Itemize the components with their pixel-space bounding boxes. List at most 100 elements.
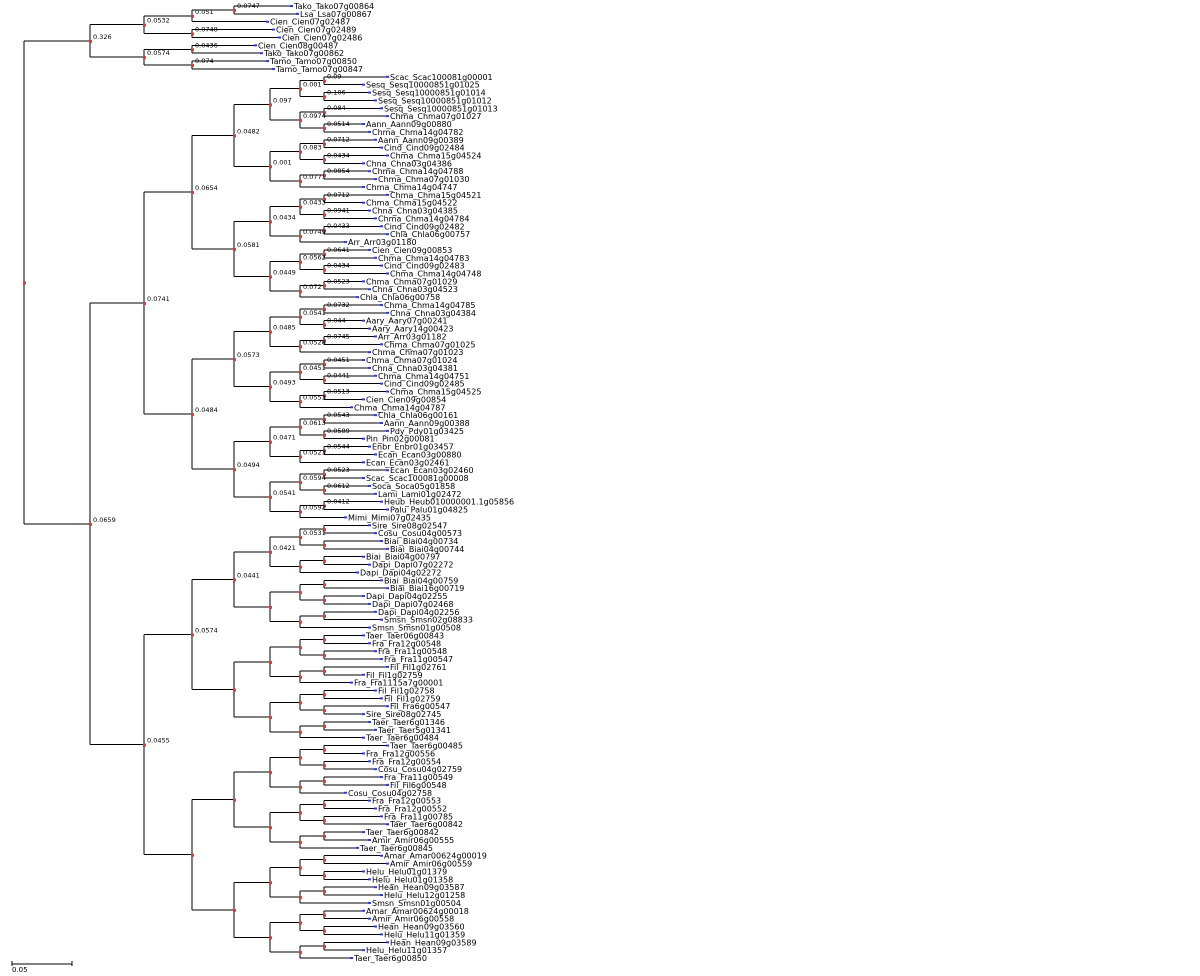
leaf-label: Fil_Fil1g02761: [390, 663, 447, 672]
tip-marker: [380, 225, 383, 228]
support-value: 0.0574: [147, 49, 170, 57]
leaf-label: Chma_Chma14g04748: [390, 270, 481, 279]
node-marker: [323, 929, 326, 933]
tip-marker: [362, 595, 365, 598]
leaf-label: Arr_Arr03g01180: [348, 238, 417, 247]
leaf-label: Dapi_Dapi04g02256: [378, 608, 459, 617]
support-value: 0.0544: [327, 443, 350, 451]
tip-marker: [374, 453, 377, 456]
support-value: 0.051: [195, 8, 214, 16]
leaf-label: Chma_Chma15g04524: [390, 151, 481, 160]
tip-marker: [374, 925, 377, 928]
support-value: 0.0433: [327, 222, 350, 230]
node-marker: [323, 339, 326, 343]
tip-marker: [380, 658, 383, 661]
node-marker: [143, 302, 146, 306]
node-marker: [269, 881, 272, 885]
node-marker: [323, 945, 326, 949]
node-marker: [323, 583, 326, 587]
node-marker: [299, 150, 302, 154]
leaf-label: Fra_Fra1115a7g00001: [354, 679, 443, 688]
tip-marker: [374, 532, 377, 535]
tip-marker: [368, 838, 371, 841]
node-marker: [299, 315, 302, 319]
tip-marker: [368, 445, 371, 448]
leaf-label: Fil_Fil6g00548: [390, 781, 447, 790]
node-marker: [233, 578, 236, 582]
node-marker: [269, 605, 272, 609]
leaf-label: Cien_Cien07g02487: [270, 18, 350, 27]
tip-marker: [362, 736, 365, 739]
tip-marker: [356, 571, 359, 574]
node-marker: [323, 890, 326, 894]
support-value: 0.0471: [273, 434, 296, 442]
support-value: 0.0562: [303, 254, 326, 262]
tip-marker: [362, 831, 365, 834]
node-marker: [323, 654, 326, 658]
node-marker: [323, 473, 326, 477]
node-marker: [323, 709, 326, 713]
root-marker: [23, 281, 26, 285]
leaf-label: Taer_Taer6g00850: [353, 954, 427, 963]
node-marker: [323, 614, 326, 618]
node-marker: [269, 550, 272, 554]
node-marker: [191, 14, 194, 18]
node-marker: [323, 268, 326, 272]
support-value: 0.0513: [327, 387, 350, 395]
leaf-label: Amir_Amir06g00555: [372, 836, 454, 845]
leaf-label: Fra_Fra12g00552: [378, 805, 447, 814]
leaf-label: Taer_Taer6g00485: [389, 742, 463, 751]
support-value: 0.326: [93, 33, 112, 41]
tree-branches: [23, 5, 389, 959]
node-marker: [323, 693, 326, 697]
node-marker: [233, 8, 236, 12]
node-marker: [323, 111, 326, 115]
node-marker: [323, 307, 326, 311]
node-marker: [191, 633, 194, 637]
leaf-label: Dapi_Dapi07g02468: [372, 600, 453, 609]
tip-marker: [254, 44, 257, 47]
leaf-label: Chma_Chma15g04522: [366, 199, 457, 208]
support-value: 0.0494: [237, 461, 260, 469]
leaf-label: Fra_Fra11g00548: [378, 647, 447, 656]
leaf-label: Scac_Scac100081g00008: [366, 474, 469, 483]
leaf-label: Ecan_Ecan03g00880: [378, 450, 462, 459]
node-marker: [323, 599, 326, 603]
node-marker: [323, 284, 326, 288]
leaf-label: Hean_Hean09g03587: [378, 883, 465, 892]
leaf-label: Cosu_Cosu04g02759: [378, 765, 462, 774]
support-value: 0.106: [327, 88, 346, 96]
leaf-label: Cind_Cind09g02482: [384, 222, 465, 231]
node-marker: [323, 858, 326, 862]
support-value: 0.0581: [237, 241, 260, 249]
leaf-label: Pin_Pin02g00081: [366, 435, 435, 444]
node-marker: [269, 771, 272, 775]
node-marker: [323, 394, 326, 398]
node-marker: [89, 39, 92, 43]
tip-marker: [368, 484, 371, 487]
node-marker: [269, 103, 272, 107]
tip-marker: [380, 500, 383, 503]
support-value: 0.0434: [327, 151, 350, 159]
node-marker: [323, 669, 326, 673]
support-value: 0.0433: [303, 199, 326, 207]
tip-marker: [386, 705, 389, 708]
leaf-label: Biai_Biai16g00719: [390, 584, 464, 593]
tip-marker: [386, 823, 389, 826]
leaf-label: Tako_Tako07g00864: [293, 2, 374, 11]
tip-marker: [368, 878, 371, 881]
node-marker: [191, 48, 194, 52]
leaf-label: Fra_Fra12g00553: [372, 797, 441, 806]
tip-marker: [368, 901, 371, 904]
support-value: 0.0543: [327, 411, 350, 419]
leaf-label: Smsn_Smsn01g00508: [372, 624, 461, 633]
leaf-label: Dapi_Dapi07g02272: [372, 561, 453, 570]
tip-marker: [380, 303, 383, 306]
node-marker: [323, 803, 326, 807]
node-marker: [323, 418, 326, 422]
support-value: 0.0449: [273, 268, 296, 276]
leaf-label: Cind_Cind09g02485: [384, 380, 465, 389]
tip-marker: [380, 854, 383, 857]
node-marker: [299, 921, 302, 925]
